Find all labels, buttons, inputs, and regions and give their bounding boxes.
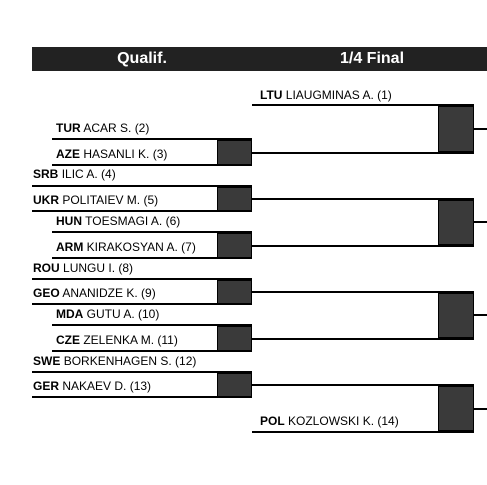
bracket-line xyxy=(52,257,252,259)
athlete-name: NAKAEV D. (13) xyxy=(62,379,152,393)
score-box xyxy=(217,280,252,304)
athlete-entry-rou: ROU LUNGU I. (8) xyxy=(33,261,133,275)
athlete-entry-pol: POL KOZLOWSKI K. (14) xyxy=(260,414,399,428)
athlete-name: ZELENKA M. (11) xyxy=(83,333,178,347)
nation-code: ARM xyxy=(56,240,84,254)
nation-code: SWE xyxy=(33,354,61,368)
nation-code: HUN xyxy=(56,214,82,228)
bracket-line xyxy=(252,104,474,106)
athlete-entry-ltu: LTU LIAUGMINAS A. (1) xyxy=(260,88,392,102)
bracket-line xyxy=(52,350,252,352)
score-box xyxy=(438,106,474,152)
athlete-name: LUNGU I. (8) xyxy=(63,261,134,275)
bracket-line xyxy=(474,221,487,223)
athlete-name: ANANIDZE K. (9) xyxy=(62,286,156,300)
athlete-entry-aze: AZE HASANLI K. (3) xyxy=(56,147,167,161)
round-header-bar xyxy=(32,47,487,71)
bracket-line xyxy=(32,210,252,212)
nation-code: SRB xyxy=(33,167,59,181)
athlete-name: KOZLOWSKI K. (14) xyxy=(288,414,399,428)
bracket-line xyxy=(52,138,252,140)
score-box xyxy=(438,200,474,245)
bracket-line xyxy=(52,164,252,166)
athlete-name: POLITAIEV M. (5) xyxy=(62,193,159,207)
score-box xyxy=(217,373,252,397)
athlete-entry-tur: TUR ACAR S. (2) xyxy=(56,121,149,135)
bracket-line xyxy=(252,245,474,247)
nation-code: AZE xyxy=(56,147,80,161)
round-title-qualif: Qualif. xyxy=(117,50,167,67)
bracket-line xyxy=(52,231,252,233)
athlete-entry-ukr: UKR POLITAIEV M. (5) xyxy=(33,193,158,207)
round-title-quarter: 1/4 Final xyxy=(339,50,405,67)
nation-code: CZE xyxy=(56,333,80,347)
athlete-entry-mda: MDA GUTU A. (10) xyxy=(56,307,159,321)
score-box xyxy=(217,187,252,211)
nation-code: TUR xyxy=(56,121,81,135)
athlete-name: TOESMAGI A. (6) xyxy=(85,214,181,228)
athlete-entry-swe: SWE BORKENHAGEN S. (12) xyxy=(33,354,196,368)
athlete-entry-cze: CZE ZELENKA M. (11) xyxy=(56,333,178,347)
athlete-entry-ger: GER NAKAEV D. (13) xyxy=(33,379,151,393)
bracket-line xyxy=(252,291,474,293)
athlete-name: HASANLI K. (3) xyxy=(83,147,168,161)
athlete-entry-arm: ARM KIRAKOSYAN A. (7) xyxy=(56,240,196,254)
bracket-line xyxy=(474,128,487,130)
athlete-name: LIAUGMINAS A. (1) xyxy=(285,88,392,102)
nation-code: GER xyxy=(33,379,60,393)
bracket-line xyxy=(32,303,252,305)
bracket-line xyxy=(52,324,252,326)
bracket-line xyxy=(32,396,252,398)
nation-code: LTU xyxy=(260,88,283,102)
bracket-line xyxy=(252,198,474,200)
athlete-entry-hun: HUN TOESMAGI A. (6) xyxy=(56,214,180,228)
athlete-entry-geo: GEO ANANIDZE K. (9) xyxy=(33,286,156,300)
bracket-line xyxy=(252,152,474,154)
score-box xyxy=(217,140,252,165)
nation-code: UKR xyxy=(33,193,59,207)
score-box xyxy=(217,326,252,351)
athlete-name: BORKENHAGEN S. (12) xyxy=(63,354,197,368)
bracket-line xyxy=(32,371,252,373)
nation-code: MDA xyxy=(56,307,84,321)
score-box xyxy=(217,233,252,258)
bracket-line xyxy=(252,384,474,386)
bracket-line xyxy=(32,278,252,280)
nation-code: ROU xyxy=(33,261,60,275)
bracket-line xyxy=(32,185,252,187)
bracket-line xyxy=(474,408,487,410)
bracket-line xyxy=(474,314,487,316)
bracket-line xyxy=(252,431,474,433)
athlete-name: ACAR S. (2) xyxy=(83,121,150,135)
athlete-entry-srb: SRB ILIC A. (4) xyxy=(33,167,116,181)
score-box xyxy=(438,386,474,431)
nation-code: GEO xyxy=(33,286,60,300)
nation-code: POL xyxy=(260,414,285,428)
athlete-name: KIRAKOSYAN A. (7) xyxy=(86,240,196,254)
athlete-name: GUTU A. (10) xyxy=(86,307,160,321)
bracket-line xyxy=(252,338,474,340)
score-box xyxy=(438,293,474,338)
athlete-name: ILIC A. (4) xyxy=(61,167,116,181)
